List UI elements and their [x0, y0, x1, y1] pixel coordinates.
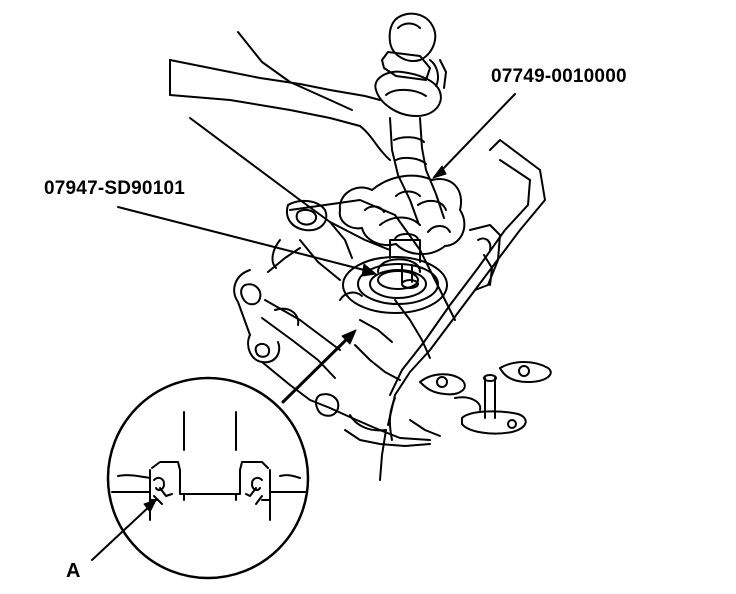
stud-and-plate: [419, 361, 552, 435]
seal-bore: [342, 233, 448, 314]
leader-tool-b: [117, 206, 373, 273]
right-bracket: [379, 139, 546, 481]
detail-label-a: A: [66, 560, 81, 582]
hand-and-arm: [169, 31, 466, 255]
leader-a: [91, 503, 153, 561]
transmission-housing: [233, 199, 456, 447]
leader-lines: [91, 93, 516, 561]
leader-detail: [281, 334, 352, 404]
part-number-driver-handle: 07749-0010000: [491, 66, 627, 87]
magnifier-circle-icon: [106, 376, 310, 580]
leader-tool-a: [439, 93, 516, 173]
hammer-icon: [374, 12, 447, 223]
part-number-attachment: 07947-SD90101: [44, 178, 185, 199]
